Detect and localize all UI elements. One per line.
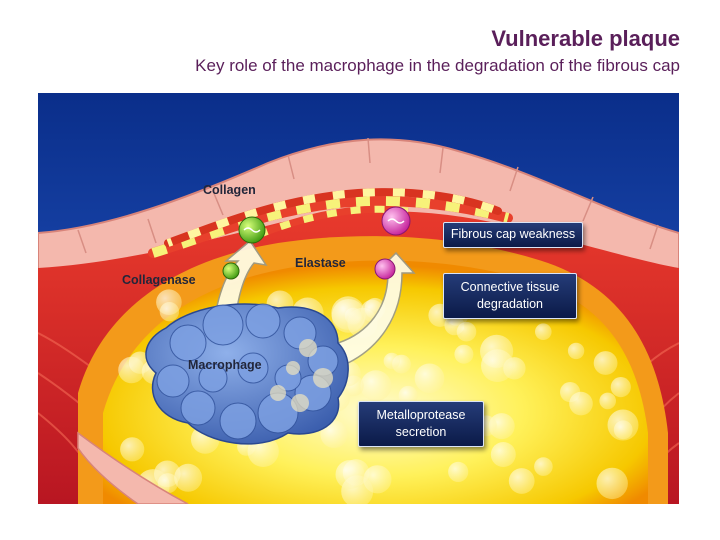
elastase-molecule [374, 258, 396, 280]
arrow-to-elastase [336, 251, 416, 365]
collagenase-label: Collagenase [122, 273, 196, 287]
plaque-illustration: Collagen Collagenase Elastase Macrophage… [38, 93, 679, 504]
macrophage-cell [145, 303, 349, 445]
slide-title: Vulnerable plaque [491, 26, 680, 51]
collagen-label: Collagen [203, 183, 256, 197]
connective-tissue-box: Connective tissue degradation [443, 273, 577, 319]
wall-cells [77, 137, 659, 254]
slide-subtitle: Key role of the macrophage in the degrad… [195, 56, 680, 75]
metalloprotease-box: Metalloprotease secretion [358, 401, 484, 447]
vessel-wall-lower [77, 431, 189, 504]
elastase-label: Elastase [295, 256, 346, 270]
macrophage-label: Macrophage [188, 358, 262, 372]
collagenase-molecule [222, 262, 240, 280]
fibrous-cap-weakness-box: Fibrous cap weakness [443, 222, 583, 248]
